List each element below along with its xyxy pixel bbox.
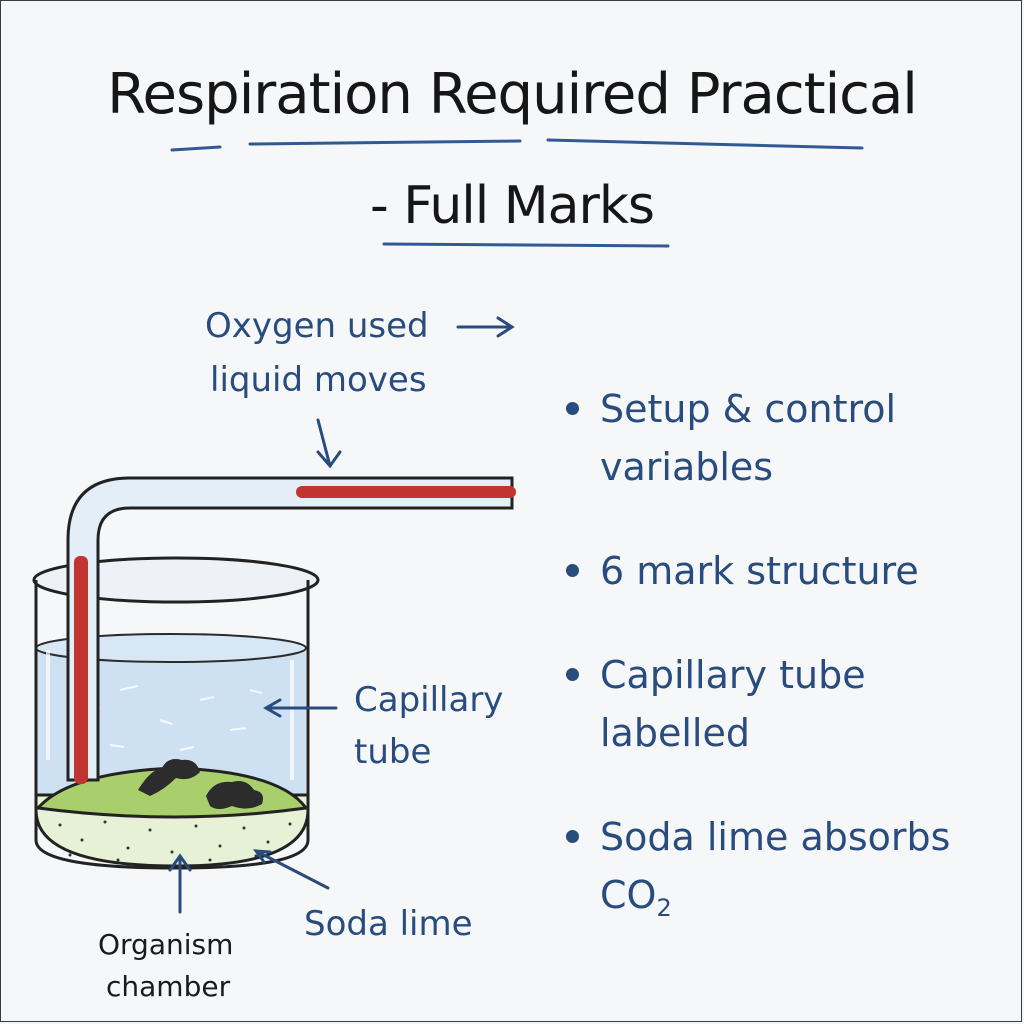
- organism-2: [206, 781, 263, 809]
- checklist-item: Soda lime absorbs CO2: [560, 808, 1000, 937]
- checklist-item: 6 mark structure: [560, 542, 1000, 600]
- capillary-label-line1: Capillary: [354, 680, 504, 720]
- checklist-item-text: Soda lime absorbs CO: [600, 815, 951, 917]
- checklist: Setup & control variables 6 mark structu…: [560, 380, 1000, 983]
- capillary-tube: [66, 476, 514, 782]
- co2-subscript: 2: [656, 894, 672, 922]
- page-subtitle: - Full Marks: [369, 176, 655, 236]
- arrow-down: [316, 418, 342, 469]
- arrow-organism: [168, 853, 192, 914]
- bullet-dot-icon: [566, 830, 579, 843]
- arrow-soda-lime: [252, 849, 330, 890]
- checklist-item-text: 6 mark structure: [600, 549, 919, 593]
- checklist-item-text: Setup & control variables: [600, 387, 897, 489]
- soda-lime-speckles: [58, 820, 292, 862]
- checklist-item: Capillary tube labelled: [560, 646, 1000, 762]
- oxygen-label-line1: Oxygen used: [205, 306, 429, 346]
- arrow-capillary: [262, 698, 338, 718]
- bullet-dot-icon: [566, 668, 579, 681]
- checklist-item-text: Capillary tube labelled: [600, 653, 866, 755]
- capillary-label-line2: tube: [354, 732, 432, 772]
- bullet-dot-icon: [566, 402, 579, 415]
- bullet-dot-icon: [566, 564, 579, 577]
- title-underline-1: [170, 138, 864, 152]
- beaker-rim: [32, 556, 320, 604]
- checklist-item: Setup & control variables: [560, 380, 1000, 496]
- arrow-right: [456, 316, 515, 338]
- oxygen-label-line2: liquid moves: [210, 360, 427, 400]
- organism-label-line2: chamber: [106, 970, 231, 1003]
- beaker-walls: [34, 580, 310, 870]
- page-title: Respiration Required Practical: [107, 62, 918, 127]
- organism-label-line1: Organism: [98, 928, 234, 961]
- organism-1: [138, 759, 200, 796]
- liquid-column-horizontal: [296, 486, 516, 498]
- title-underline-2: [382, 242, 670, 248]
- soda-lime-label: Soda lime: [304, 904, 473, 944]
- liquid-column-vertical: [74, 556, 88, 784]
